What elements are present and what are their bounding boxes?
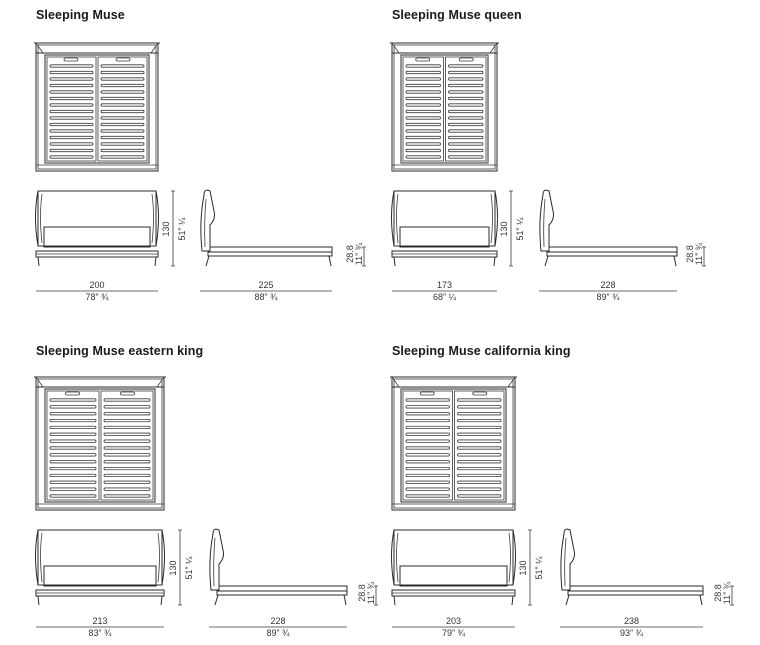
front-view bbox=[35, 190, 159, 267]
side-view bbox=[539, 189, 678, 267]
length-in-label: 89” ¾ bbox=[596, 292, 620, 302]
pillow-icon bbox=[115, 57, 131, 62]
length-cm-label: 228 bbox=[270, 616, 285, 626]
height-cm-label: 130 bbox=[168, 560, 178, 575]
width-in-label: 83” ¾ bbox=[88, 628, 112, 638]
length-cm-label: 238 bbox=[624, 616, 639, 626]
leg-cm-label: 28.8 bbox=[685, 245, 695, 263]
bed-title-3: Sleeping Muse eastern king bbox=[36, 344, 204, 358]
top-view bbox=[34, 376, 166, 511]
bed-title-4: Sleeping Muse california king bbox=[392, 344, 571, 358]
front-view bbox=[391, 190, 498, 267]
height-in-label: 51” ¼ bbox=[534, 556, 544, 580]
top-view bbox=[34, 42, 160, 172]
bed-drawing-4 bbox=[390, 376, 734, 628]
top-view bbox=[390, 42, 499, 172]
leg-cm-label: 28.8 bbox=[345, 245, 355, 263]
leg-cm-label: 28.8 bbox=[357, 584, 367, 602]
length-in-label: 89” ¾ bbox=[266, 628, 290, 638]
pillow-icon bbox=[419, 391, 435, 396]
pillow-icon bbox=[415, 57, 431, 62]
leg-in-label: 11” ¾ bbox=[354, 242, 364, 265]
top-view bbox=[390, 376, 517, 511]
bed-title-2: Sleeping Muse queen bbox=[392, 8, 522, 22]
front-view bbox=[35, 529, 165, 606]
width-cm-label: 213 bbox=[92, 616, 107, 626]
length-cm-label: 228 bbox=[600, 280, 615, 290]
bed-title-1: Sleeping Muse bbox=[36, 8, 125, 22]
bed-drawing-3 bbox=[34, 376, 378, 628]
bed-drawing-1 bbox=[34, 42, 366, 292]
leg-in-label: 11” ¾ bbox=[694, 242, 704, 265]
pillow-icon bbox=[458, 57, 474, 62]
pillow-icon bbox=[65, 391, 80, 396]
width-cm-label: 173 bbox=[437, 280, 452, 290]
leg-cm-label: 28.8 bbox=[713, 584, 723, 602]
length-cm-label: 225 bbox=[258, 280, 273, 290]
width-in-label: 79” ¾ bbox=[442, 628, 466, 638]
pillow-icon bbox=[63, 57, 79, 62]
bed-drawing-2 bbox=[390, 42, 706, 292]
height-in-label: 51” ¼ bbox=[184, 556, 194, 580]
height-cm-label: 130 bbox=[518, 560, 528, 575]
side-view bbox=[560, 528, 704, 606]
width-cm-label: 200 bbox=[89, 280, 104, 290]
height-cm-label: 130 bbox=[499, 221, 509, 236]
front-view bbox=[391, 529, 516, 606]
leg-in-label: 11” ¾ bbox=[366, 581, 376, 604]
length-in-label: 93” ¾ bbox=[620, 628, 644, 638]
width-in-label: 78” ¾ bbox=[85, 292, 109, 302]
length-in-label: 88” ¾ bbox=[254, 292, 278, 302]
height-in-label: 51” ¼ bbox=[177, 217, 187, 241]
width-cm-label: 203 bbox=[446, 616, 461, 626]
pillow-icon bbox=[472, 391, 488, 396]
height-cm-label: 130 bbox=[161, 221, 171, 236]
leg-in-label: 11” ¾ bbox=[722, 581, 732, 604]
pillow-icon bbox=[120, 391, 135, 396]
width-in-label: 68” ¼ bbox=[433, 292, 457, 302]
height-in-label: 51” ¼ bbox=[515, 217, 525, 241]
side-view bbox=[200, 189, 333, 267]
side-view bbox=[209, 528, 348, 606]
